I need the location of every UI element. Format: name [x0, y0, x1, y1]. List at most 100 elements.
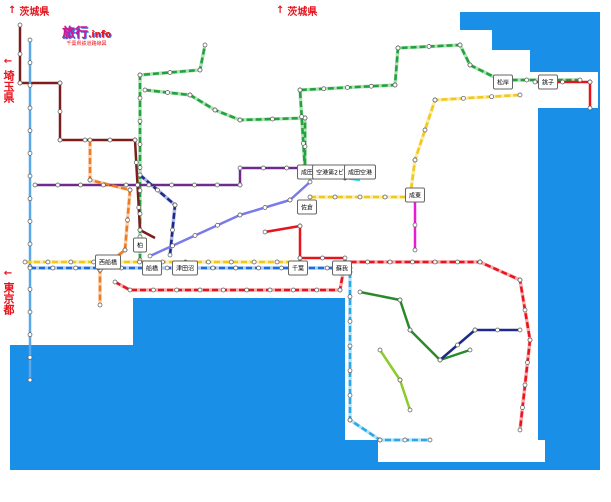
rail-line[interactable]: 武蔵野線 — [88, 140, 132, 305]
station-marker[interactable] — [155, 187, 160, 193]
station-marker[interactable] — [432, 97, 438, 103]
station-marker[interactable] — [164, 265, 170, 271]
station-marker[interactable] — [347, 392, 353, 398]
station-marker[interactable] — [377, 437, 383, 443]
station-marker[interactable] — [395, 45, 401, 51]
station-marker[interactable] — [290, 287, 296, 293]
station-marker[interactable] — [57, 137, 63, 143]
station-marker[interactable] — [577, 77, 583, 83]
station-marker[interactable] — [137, 72, 143, 78]
station-marker[interactable] — [324, 265, 330, 271]
station-marker[interactable] — [347, 294, 353, 300]
station-marker[interactable] — [27, 128, 33, 134]
station-marker[interactable] — [284, 165, 290, 171]
station-marker[interactable] — [262, 205, 268, 210]
station-marker[interactable] — [297, 255, 303, 261]
station-marker[interactable] — [205, 259, 211, 265]
station-marker[interactable] — [437, 357, 443, 363]
station-marker[interactable] — [172, 202, 178, 208]
rail-line[interactable]: 東武野田線 — [18, 25, 156, 240]
station-marker[interactable] — [137, 142, 143, 147]
station-marker[interactable] — [137, 118, 143, 124]
station-marker[interactable] — [187, 92, 193, 98]
rail-line[interactable]: 小湊鐵道 — [378, 349, 412, 411]
station-marker[interactable] — [397, 377, 403, 383]
station-marker[interactable] — [407, 327, 413, 333]
station-marker[interactable] — [365, 259, 370, 265]
station-marker[interactable] — [527, 337, 533, 343]
station-marker[interactable] — [455, 259, 460, 265]
station-marker[interactable] — [133, 160, 139, 165]
station-marker[interactable] — [402, 437, 408, 443]
station-marker[interactable] — [489, 94, 495, 100]
hub-station[interactable]: 西船橋 — [94, 254, 122, 270]
station-marker[interactable] — [132, 137, 138, 143]
station-marker[interactable] — [112, 279, 118, 285]
station-marker[interactable] — [170, 243, 175, 249]
station-marker[interactable] — [320, 255, 325, 261]
station-marker[interactable] — [256, 265, 261, 271]
station-marker[interactable] — [426, 44, 432, 49]
station-marker[interactable] — [212, 107, 218, 113]
station-marker[interactable] — [472, 327, 478, 333]
rail-line[interactable]: 京成線 — [264, 224, 345, 260]
station-marker[interactable] — [477, 259, 483, 265]
station-marker[interactable] — [467, 62, 473, 68]
station-marker[interactable] — [137, 259, 142, 265]
station-marker[interactable] — [347, 368, 353, 374]
station-marker[interactable] — [524, 77, 530, 83]
station-marker[interactable] — [135, 182, 140, 188]
station-marker[interactable] — [412, 222, 418, 228]
station-marker[interactable] — [357, 289, 363, 295]
station-marker[interactable] — [260, 165, 266, 171]
station-marker[interactable] — [397, 297, 403, 303]
station-marker[interactable] — [27, 196, 33, 202]
station-marker[interactable] — [522, 307, 528, 313]
station-marker[interactable] — [17, 51, 23, 57]
station-marker[interactable] — [412, 157, 418, 163]
station-marker[interactable] — [460, 95, 466, 101]
station-marker[interactable] — [27, 286, 33, 292]
station-marker[interactable] — [50, 265, 56, 271]
rail-line[interactable]: 北総線 — [35, 166, 310, 187]
station-marker[interactable] — [332, 194, 338, 200]
station-marker[interactable] — [215, 222, 220, 228]
station-marker[interactable] — [27, 150, 33, 156]
station-marker[interactable] — [377, 347, 383, 353]
station-marker[interactable] — [17, 22, 23, 28]
station-marker[interactable] — [210, 265, 216, 271]
station-marker[interactable] — [407, 407, 413, 413]
station-marker[interactable] — [274, 259, 280, 265]
station-marker[interactable] — [299, 114, 305, 120]
station-marker[interactable] — [27, 309, 33, 315]
station-marker[interactable] — [368, 83, 374, 89]
station-marker[interactable] — [410, 259, 415, 265]
station-marker[interactable] — [262, 229, 268, 235]
station-marker[interactable] — [220, 287, 226, 293]
station-marker[interactable] — [192, 233, 198, 238]
station-marker[interactable] — [137, 211, 143, 217]
station-marker[interactable] — [197, 287, 203, 293]
station-marker[interactable] — [392, 82, 398, 88]
station-marker[interactable] — [174, 287, 180, 293]
station-marker[interactable] — [137, 95, 143, 101]
station-marker[interactable] — [560, 79, 565, 85]
station-marker[interactable] — [197, 67, 203, 73]
station-marker[interactable] — [307, 194, 313, 200]
hub-station[interactable]: 成東 — [404, 187, 426, 203]
station-marker[interactable] — [22, 259, 28, 265]
station-marker[interactable] — [150, 287, 156, 293]
station-marker[interactable] — [57, 80, 63, 86]
station-marker[interactable] — [87, 177, 93, 183]
station-marker[interactable] — [27, 332, 33, 338]
station-marker[interactable] — [192, 182, 197, 188]
station-marker[interactable] — [347, 343, 353, 349]
station-marker[interactable] — [123, 182, 129, 188]
station-marker[interactable] — [387, 259, 393, 265]
station-marker[interactable] — [455, 342, 460, 348]
station-marker[interactable] — [457, 42, 463, 48]
station-marker[interactable] — [237, 212, 243, 218]
station-marker[interactable] — [100, 182, 106, 188]
station-marker[interactable] — [517, 277, 523, 283]
station-marker[interactable] — [169, 182, 175, 188]
